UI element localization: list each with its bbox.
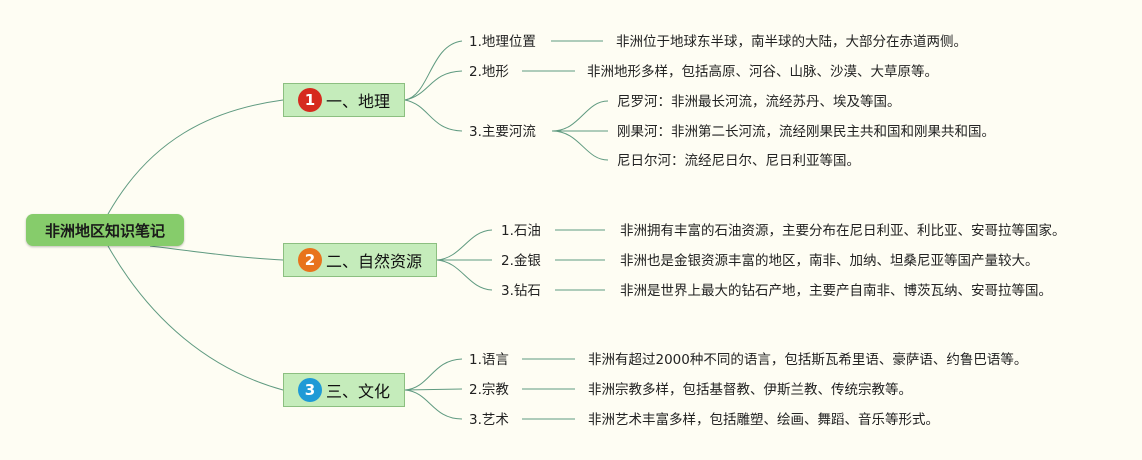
root-branch-connector	[149, 245, 284, 261]
item-detail-connector	[551, 130, 609, 161]
topic-detail[interactable]: 非洲有超过2000种不同的语言，包括斯瓦希里语、豪萨语、约鲁巴语等。	[588, 352, 1028, 368]
topic-label[interactable]: 1.石油	[501, 223, 541, 239]
branch-item-connector	[404, 99, 463, 132]
branch-item-connector	[404, 389, 463, 420]
branch-item-connector	[436, 229, 493, 261]
topic-detail[interactable]: 刚果河：非洲第二长河流，流经刚果民主共和国和刚果共和国。	[617, 124, 995, 140]
topic-label[interactable]: 3.艺术	[469, 412, 509, 428]
branch-item-connector	[404, 358, 463, 391]
root-branch-connector	[107, 245, 284, 391]
topic-label[interactable]: 2.宗教	[469, 382, 509, 398]
branch-geography[interactable]: 1 一、地理	[283, 83, 405, 117]
topic-label[interactable]: 2.金银	[501, 253, 541, 269]
topic-label[interactable]: 1.地理位置	[469, 34, 536, 50]
number-1-icon: 1	[298, 88, 322, 112]
topic-detail[interactable]: 非洲也是金银资源丰富的地区，南非、加纳、坦桑尼亚等国产量较大。	[620, 253, 1039, 269]
topic-label[interactable]: 3.主要河流	[469, 124, 536, 140]
branch-natural-resources[interactable]: 2 二、自然资源	[283, 243, 437, 277]
root-node[interactable]: 非洲地区知识笔记	[26, 214, 184, 246]
branch-item-connector	[404, 70, 463, 101]
topic-label[interactable]: 3.钻石	[501, 283, 541, 299]
topic-detail[interactable]: 尼罗河：非洲最长河流，流经苏丹、埃及等国。	[617, 94, 901, 110]
topic-detail[interactable]: 非洲位于地球东半球，南半球的大陆，大部分在赤道两侧。	[616, 34, 967, 50]
branch-culture[interactable]: 3 三、文化	[283, 373, 405, 407]
root-title: 非洲地区知识笔记	[44, 221, 165, 240]
item-detail-connector	[551, 100, 609, 132]
topic-detail[interactable]: 非洲艺术丰富多样，包括雕塑、绘画、舞蹈、音乐等形式。	[588, 412, 939, 428]
branch-title: 三、文化	[326, 382, 391, 401]
topic-detail[interactable]: 非洲拥有丰富的石油资源，主要分布在尼日利亚、利比亚、安哥拉等国家。	[620, 223, 1066, 239]
number-3-icon: 3	[298, 378, 322, 402]
branch-item-connector	[436, 259, 493, 291]
topic-detail[interactable]: 非洲地形多样，包括高原、河谷、山脉、沙漠、大草原等。	[587, 64, 938, 80]
topic-detail[interactable]: 非洲是世界上最大的钻石产地，主要产自南非、博茨瓦纳、安哥拉等国。	[620, 283, 1052, 299]
topic-detail[interactable]: 非洲宗教多样，包括基督教、伊斯兰教、传统宗教等。	[588, 382, 912, 398]
branch-title: 一、地理	[326, 92, 391, 111]
root-branch-connector	[107, 99, 284, 215]
number-2-icon: 2	[298, 248, 322, 272]
topic-detail[interactable]: 尼日尔河：流经尼日尔、尼日利亚等国。	[617, 153, 860, 169]
branch-item-connector	[404, 388, 463, 391]
branch-item-connector	[404, 40, 463, 101]
topic-label[interactable]: 1.语言	[469, 352, 509, 368]
branch-title: 二、自然资源	[326, 252, 423, 271]
topic-label[interactable]: 2.地形	[469, 64, 509, 80]
